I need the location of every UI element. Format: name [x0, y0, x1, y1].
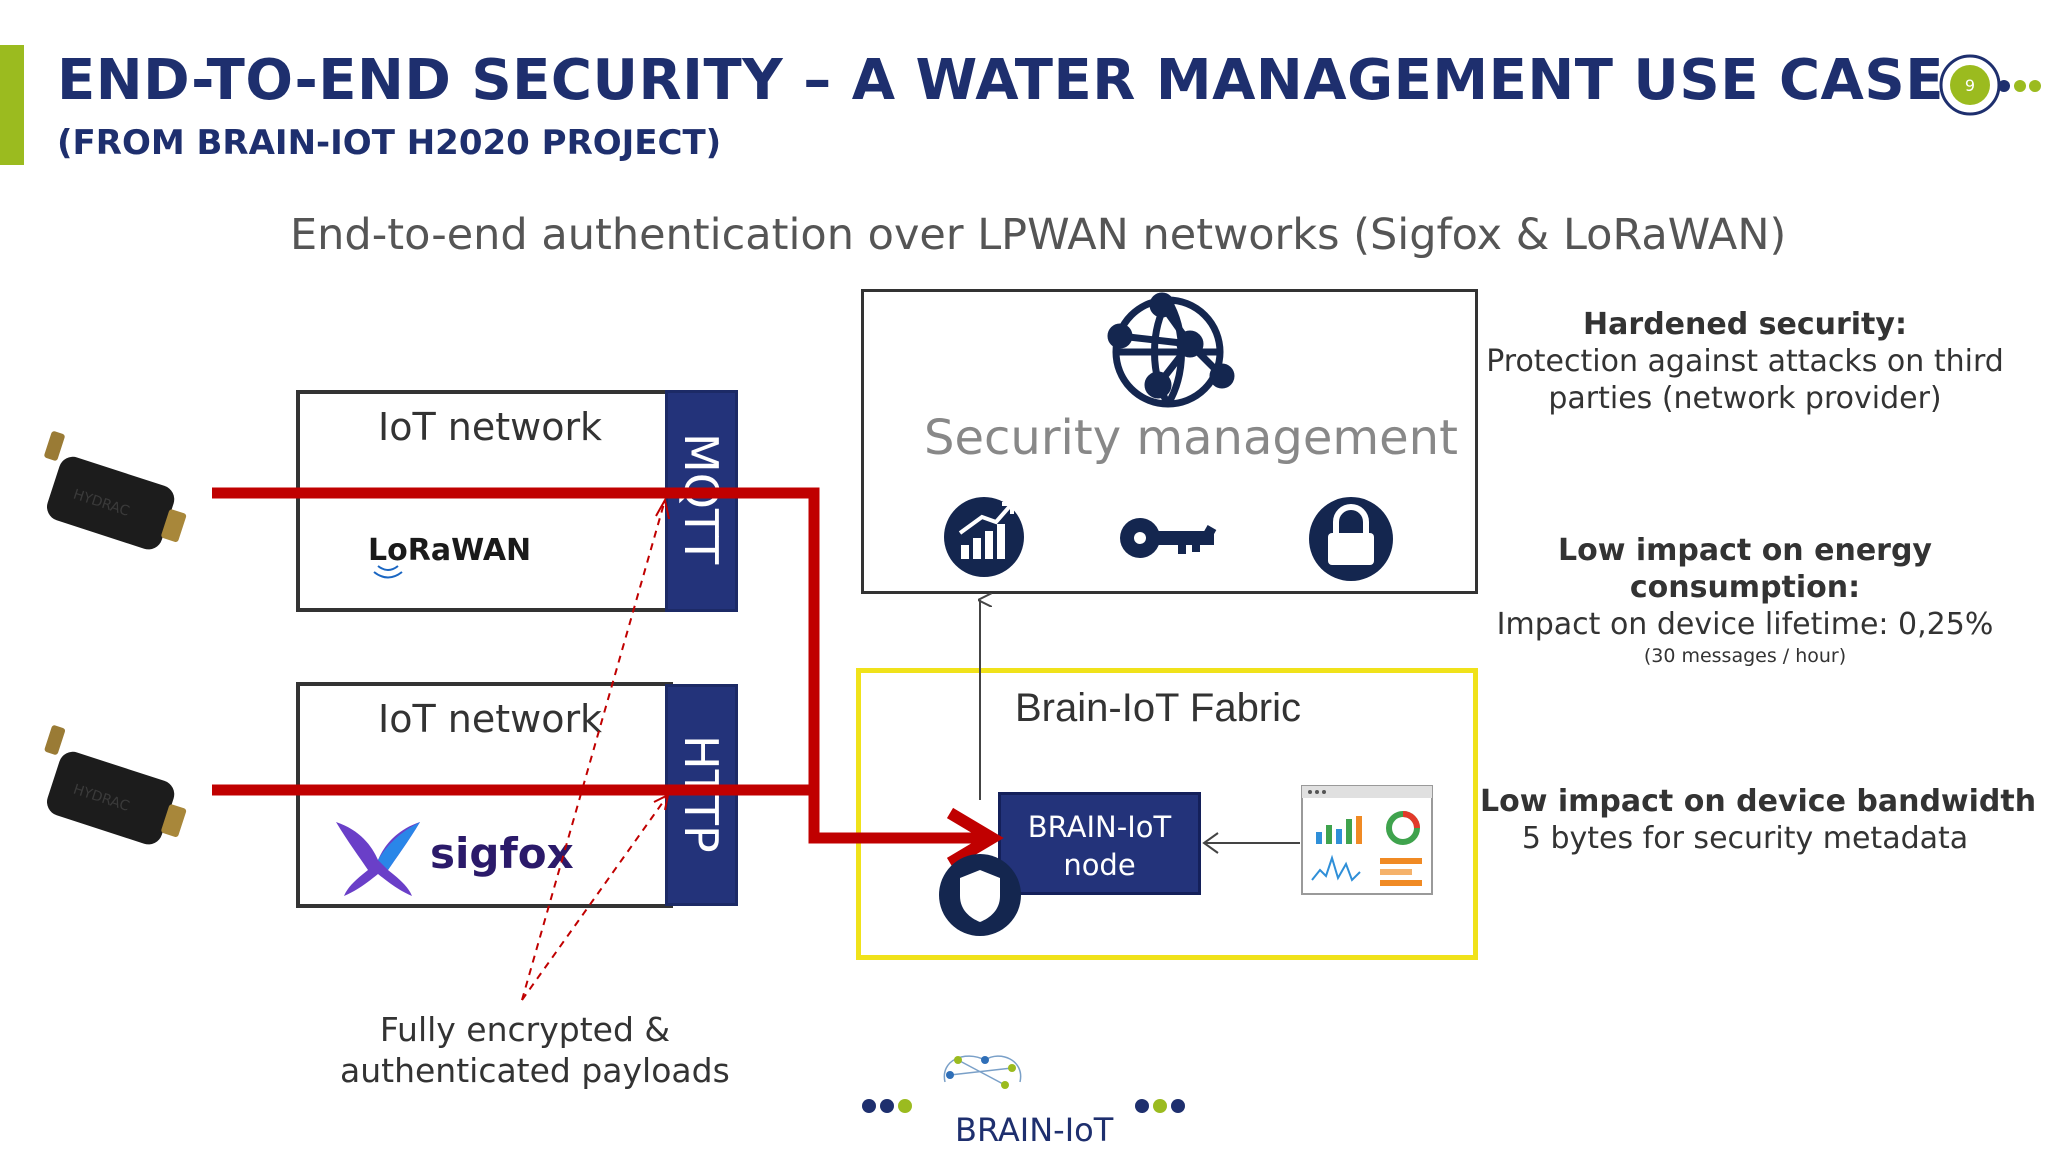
benefit-heading: Hardened security:: [1583, 307, 1907, 342]
iot-network-label: IoT network: [378, 697, 603, 741]
sigfox-logo-text: sigfox: [430, 829, 574, 878]
security-management-box: [861, 289, 1478, 594]
benefit-text: 5 bytes for security metadata: [1521, 821, 1969, 856]
benefit-note: (30 messages / hour): [1643, 645, 1847, 667]
water-meter-device: HYDRAC: [44, 725, 187, 845]
brain-iot-logo: BRAIN-IoT: [862, 1055, 1185, 1149]
benefit-energy: Low impact on energy consumption: Impact…: [1480, 532, 2010, 669]
dashboard-icon: [1301, 785, 1433, 895]
lorawan-logo: LoRaWAN: [368, 533, 531, 579]
lock-icon: [1309, 497, 1393, 581]
brain-iot-fabric-box: [856, 668, 1478, 960]
data-flow-path: [212, 487, 1004, 869]
benefit-hardened-security: Hardened security: Protection against at…: [1480, 306, 2010, 417]
benefit-heading: Low impact on energy: [1557, 533, 1932, 568]
benefit-text: parties (network provider): [1548, 381, 1942, 416]
network-globe-icon: [1107, 292, 1235, 408]
fabric-title: Brain-IoT Fabric: [1015, 686, 1302, 730]
slide-subtitle: (FROM BRAIN-IOT H2020 PROJECT): [57, 123, 722, 163]
growth-chart-icon: [944, 497, 1024, 577]
benefit-bandwidth: Low impact on device bandwidth : 5 bytes…: [1480, 783, 2048, 857]
slide-headline: End-to-end authentication over LPWAN net…: [290, 210, 1787, 260]
protocol-bar-mqtt: [665, 390, 738, 612]
benefit-heading: consumption:: [1629, 570, 1861, 605]
key-icon: [1120, 518, 1217, 558]
benefit-text: Protection against attacks on third: [1486, 344, 2004, 379]
node-label-line1: BRAIN-IoT: [1027, 810, 1172, 844]
iot-network-box-lorawan: [296, 390, 673, 612]
security-management-title: Security management: [924, 410, 1458, 466]
payload-note-line1: Fully encrypted &: [379, 1010, 671, 1049]
shield-icon: [939, 854, 1021, 936]
accent-bar: [0, 45, 24, 165]
node-label-line2: node: [1063, 848, 1136, 882]
brain-iot-node: [998, 792, 1201, 895]
benefit-heading: Low impact on device bandwidth :: [1480, 784, 2048, 819]
encrypted-payload-arrows: [521, 497, 670, 1001]
brain-iot-logo-text: BRAIN-IoT: [955, 1111, 1114, 1149]
dashboard-to-node-arrow: [1202, 832, 1300, 854]
payload-note-line2: authenticated payloads: [340, 1051, 730, 1090]
lorawan-logo-text: LoRaWAN: [368, 533, 531, 568]
sigfox-logo: sigfox: [336, 822, 574, 896]
water-meter-device: HYDRAC: [44, 431, 187, 550]
iot-network-label: IoT network: [378, 405, 603, 449]
benefit-text: Impact on device lifetime: 0,25%: [1496, 607, 1994, 642]
slide-title: END-TO-END SECURITY – A WATER MANAGEMENT…: [57, 48, 1944, 113]
payload-note: Fully encrypted & authenticated payloads: [340, 1010, 730, 1090]
